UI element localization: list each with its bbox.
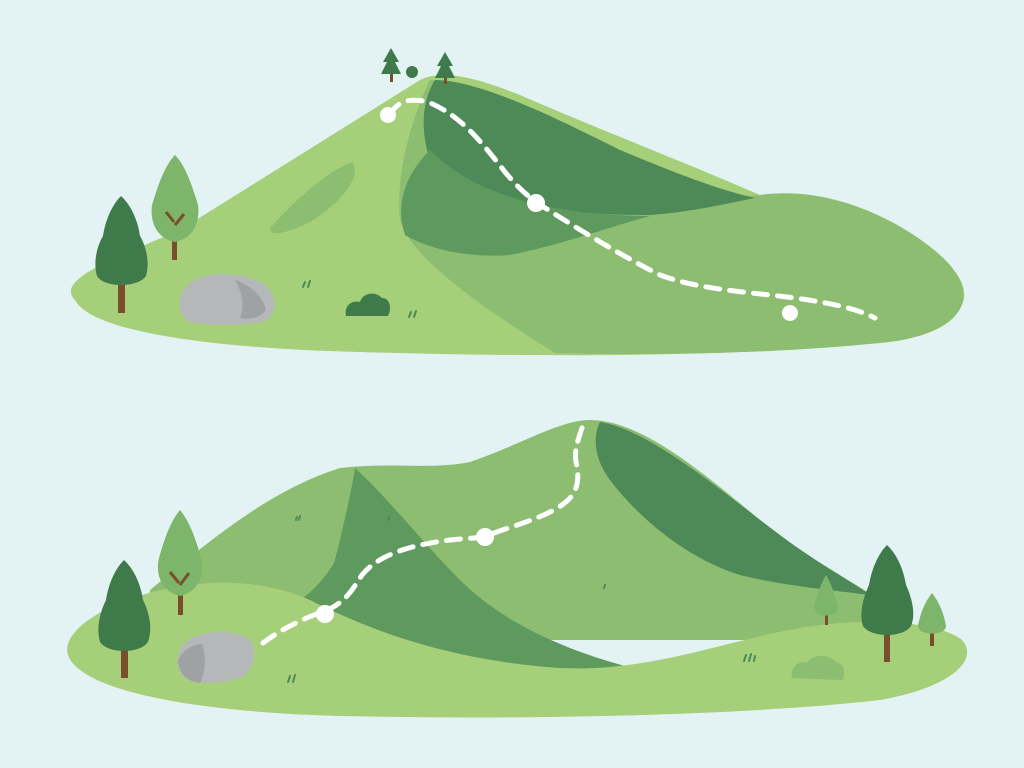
bottom-waypoint-high (476, 528, 494, 546)
top-slope-shadow (270, 162, 355, 234)
bottom-meadow-base (67, 582, 968, 718)
bottom-waypoint-low (316, 605, 334, 623)
top-rock (179, 274, 275, 325)
bottom-tree-light-right (918, 593, 946, 646)
top-summit-tree-left (381, 48, 401, 82)
bottom-tree-dark-right (861, 545, 914, 662)
bottom-rock (177, 632, 255, 683)
bottom-grass-tufts (287, 515, 756, 683)
bottom-bush (791, 655, 845, 680)
top-waypoint-start (380, 107, 396, 123)
bottom-tree-distant (814, 575, 838, 625)
top-bush (345, 293, 390, 316)
top-tree-dark (95, 196, 148, 313)
bottom-dark-right-peak (595, 422, 870, 595)
bottom-hill-scene (67, 420, 968, 718)
top-hill-dark-ridge (423, 80, 755, 215)
bottom-tree-light (157, 510, 203, 615)
top-grass-tufts (302, 280, 417, 318)
top-hill-scene (70, 48, 965, 356)
bottom-tree-dark-left (98, 560, 151, 678)
top-dashed-trail (387, 97, 878, 321)
top-hill-dark-fold (401, 150, 650, 256)
top-summit-bush (406, 66, 418, 78)
top-waypoint-middle (527, 194, 545, 212)
top-waypoint-end (782, 305, 798, 321)
top-tree-light (151, 155, 199, 260)
top-summit-tree-right (435, 52, 455, 84)
